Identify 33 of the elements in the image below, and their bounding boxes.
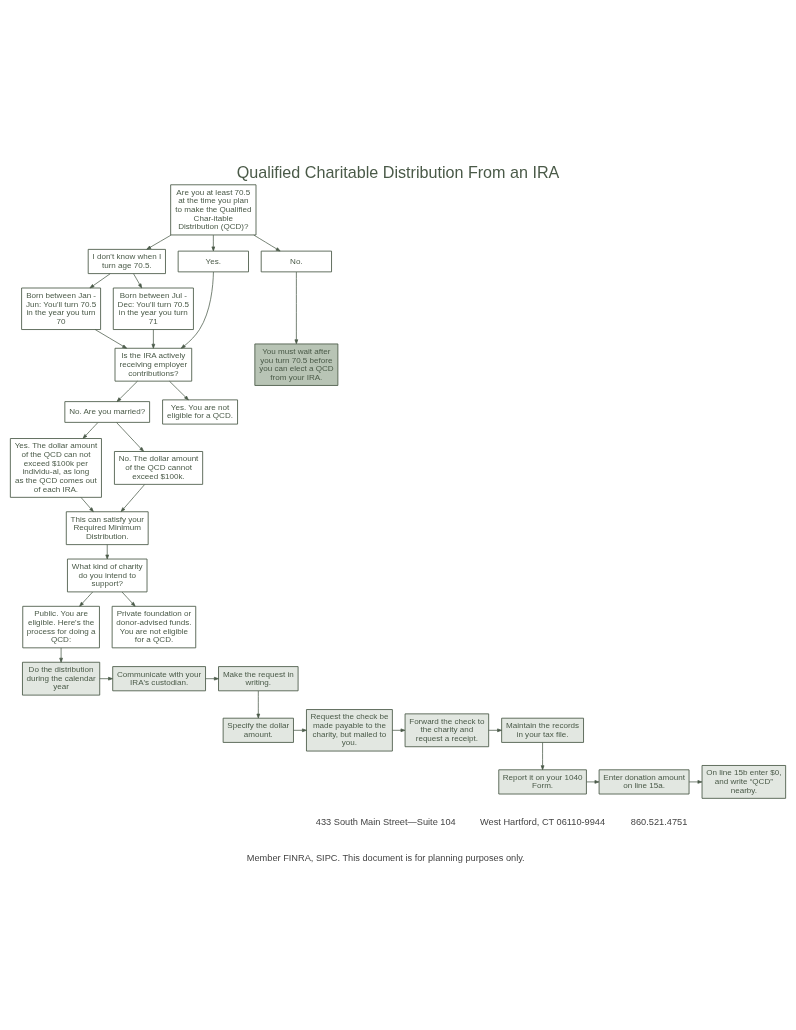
arrow xyxy=(120,483,146,512)
arrow xyxy=(82,421,99,439)
arrow xyxy=(79,591,93,607)
arrow xyxy=(540,741,545,770)
arrow xyxy=(121,591,136,607)
arrow xyxy=(116,380,138,402)
arrow xyxy=(180,271,214,349)
arrow xyxy=(105,543,109,559)
arrow xyxy=(146,234,172,250)
arrow xyxy=(586,779,600,784)
arrow xyxy=(151,328,156,349)
arrow xyxy=(133,272,143,288)
arrow xyxy=(392,728,406,732)
arrow xyxy=(116,421,144,452)
arrow xyxy=(205,676,219,680)
arrow xyxy=(253,234,281,251)
arrow xyxy=(488,728,502,732)
arrow xyxy=(89,272,111,288)
label: 433 South Main Street—Suite 104 xyxy=(315,816,456,827)
arrow xyxy=(294,271,299,344)
arrow xyxy=(169,380,189,400)
arrow xyxy=(293,728,307,732)
arrow xyxy=(59,647,63,663)
arrow xyxy=(256,690,261,718)
arrow xyxy=(80,496,94,512)
arrow xyxy=(688,779,703,784)
arrow xyxy=(99,676,113,680)
label: Member FINRA, SIPC. This document is for planning purposes only. xyxy=(246,852,525,863)
arrow xyxy=(211,234,216,251)
label: 860.521.4751 xyxy=(630,816,688,827)
diagram-title: Qualified Charitable Distribution From an IRA xyxy=(236,162,560,181)
arrow xyxy=(94,328,127,349)
label: West Hartford, CT 06110-9944 xyxy=(480,816,606,827)
